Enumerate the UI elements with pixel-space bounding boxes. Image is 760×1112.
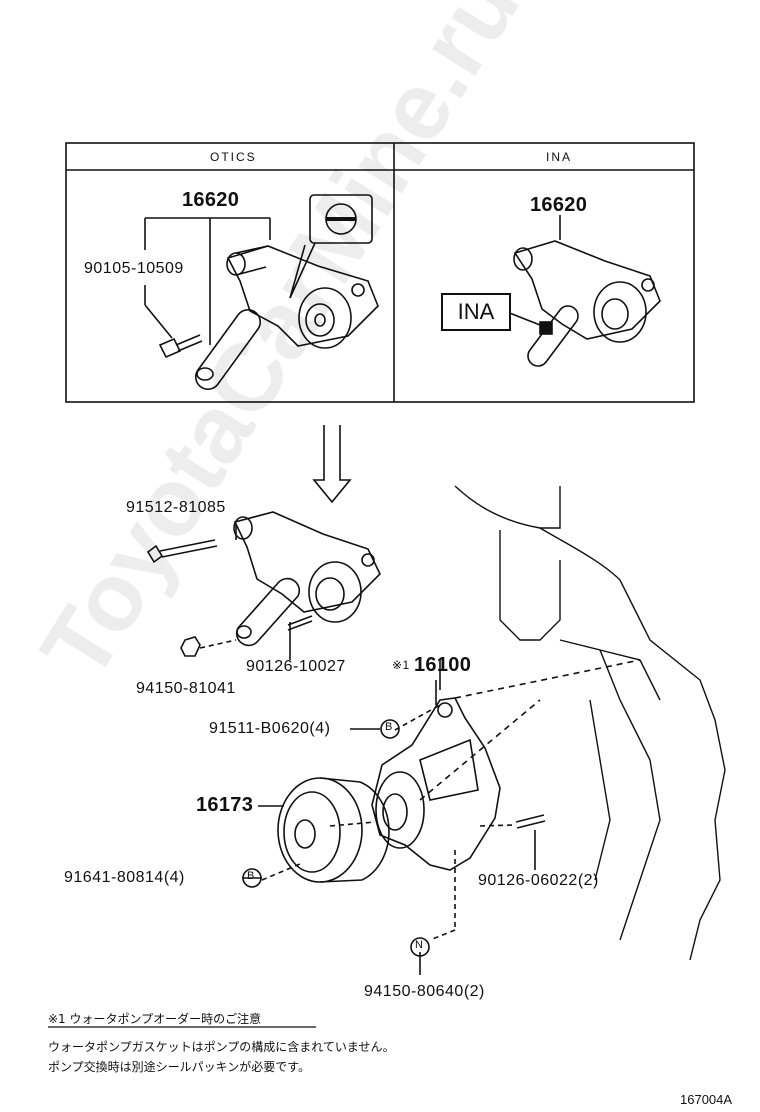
label-otics-tensioner: 16620 <box>182 189 240 211</box>
note-heading: ※1 ウォータポンプオーダー時のご注意 <box>48 1012 262 1026</box>
marker-b-pump-bolt: B <box>385 721 393 733</box>
note-line-1: ウォータポンプガスケットはポンプの構成に含まれていません。 <box>48 1040 395 1054</box>
down-arrow <box>312 425 352 504</box>
label-stud-tensioner: 90126-10027 <box>246 658 346 675</box>
label-pulley-bolt: 91641-80814(4) <box>64 869 185 886</box>
label-pulley: 16173 <box>196 794 254 816</box>
water-pump-drawing <box>371 659 641 941</box>
label-pump-bolt: 91511-B0620(4) <box>209 720 331 737</box>
diagram-id: 167004A <box>680 1092 733 1107</box>
label-otics-bolt: 90105-10509 <box>84 260 184 277</box>
variant-table <box>65 142 695 403</box>
marker-n-pump-nut: N <box>415 939 424 951</box>
label-ina-tensioner: 16620 <box>530 194 588 216</box>
label-pump-nut: 94150-80640(2) <box>364 983 485 1000</box>
ina-badge: INA <box>441 293 511 331</box>
label-water-pump-mark: ※1 <box>392 658 410 672</box>
label-water-pump: 16100 <box>414 654 472 676</box>
assembly-tensioner <box>146 511 381 660</box>
label-pump-stud: 90126-06022(2) <box>478 872 599 889</box>
ina-header: INA <box>546 150 573 164</box>
marker-b-pulley-bolt: B <box>247 870 255 882</box>
ina-tensioner-drawing <box>506 215 661 367</box>
pulley-drawing <box>258 777 390 883</box>
otics-tensioner-drawing <box>144 194 379 390</box>
label-nut-tensioner: 94150-81041 <box>136 680 236 697</box>
note-line-2: ポンプ交換時は別途シールパッキンが必要です。 <box>48 1060 311 1074</box>
otics-header: OTICS <box>210 150 257 164</box>
label-bolt-long: 91512-81085 <box>126 499 226 516</box>
